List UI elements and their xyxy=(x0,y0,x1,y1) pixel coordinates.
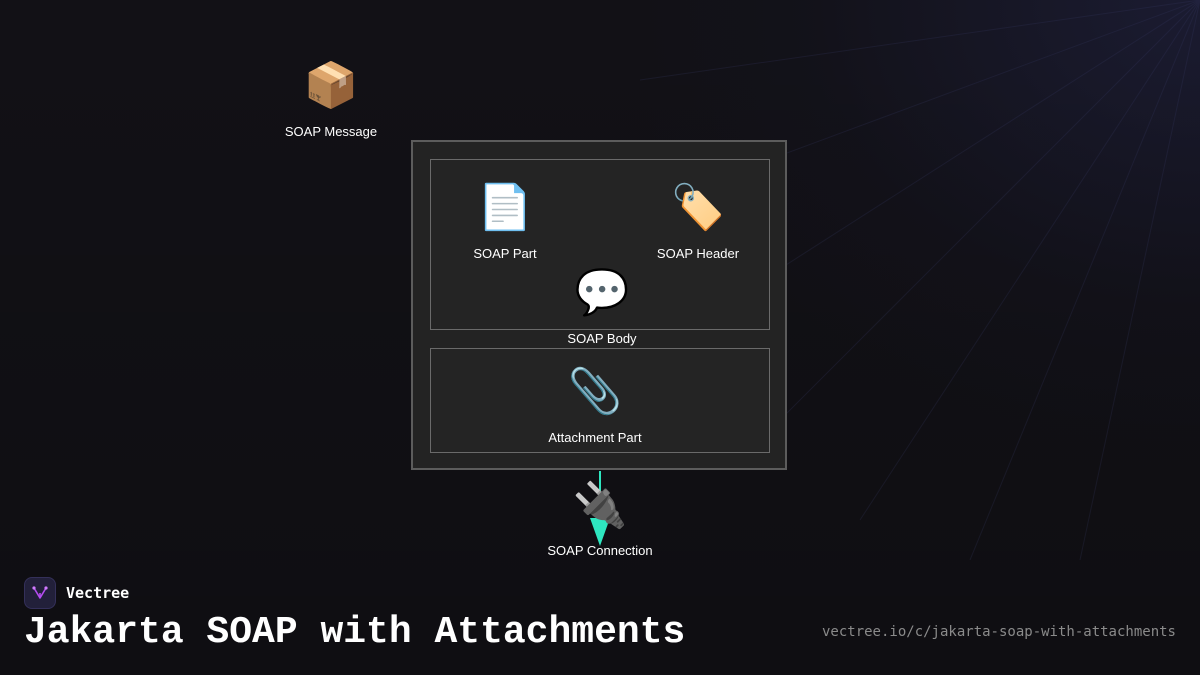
soap-part-label: SOAP Part xyxy=(473,246,537,261)
plug-icon: 🔌 xyxy=(572,480,628,531)
package-icon: 📦 xyxy=(303,60,359,111)
soap-message-node: 📦 SOAP Message xyxy=(271,60,391,140)
soap-body-label: SOAP Body xyxy=(567,331,637,346)
attachment-part-node: 📎 Attachment Part xyxy=(535,366,655,446)
soap-connection-label: SOAP Connection xyxy=(547,543,653,558)
page-title: Jakarta SOAP with Attachments xyxy=(24,611,686,654)
soap-part-node: 📄 SOAP Part xyxy=(445,182,565,262)
soap-connection-node: 🔌 SOAP Connection xyxy=(532,480,668,559)
speech-bubble-icon: 💬 xyxy=(574,267,630,318)
attachment-part-label: Attachment Part xyxy=(548,430,642,445)
brand: Vectree xyxy=(24,577,129,609)
page-url: vectree.io/c/jakarta-soap-with-attachmen… xyxy=(821,624,1176,640)
soap-message-label: SOAP Message xyxy=(284,124,378,139)
attachment-part-container xyxy=(430,348,770,453)
brand-name: Vectree xyxy=(66,584,130,602)
soap-body-node: 💬 SOAP Body xyxy=(542,267,662,347)
vectree-logo-icon xyxy=(24,577,56,609)
soap-part-container xyxy=(430,159,770,330)
paperclip-icon: 📎 xyxy=(567,366,623,417)
soap-header-node: 🏷️ SOAP Header xyxy=(638,182,758,262)
document-icon: 📄 xyxy=(477,182,533,233)
tag-icon: 🏷️ xyxy=(670,182,726,233)
soap-header-label: SOAP Header xyxy=(656,246,740,261)
